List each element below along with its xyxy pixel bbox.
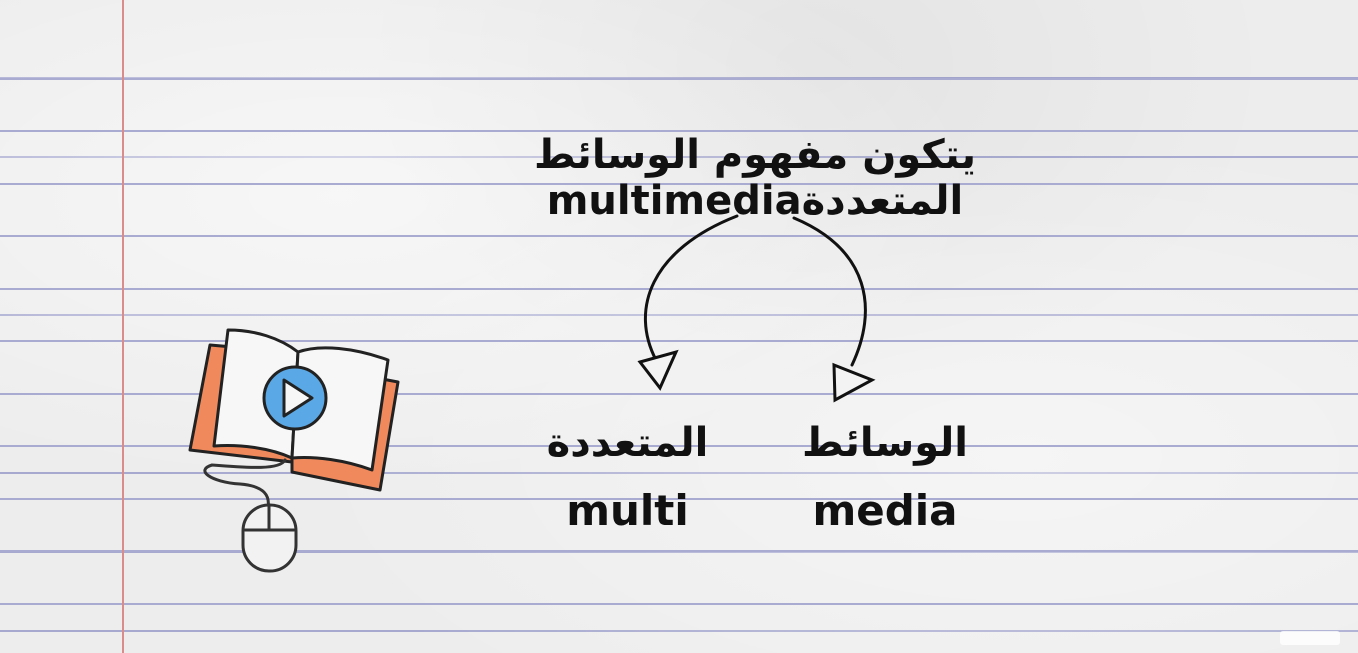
margin-line (122, 0, 124, 653)
open-book-with-play-icon (188, 328, 400, 492)
right-arrow-head (832, 362, 876, 403)
ruled-line (0, 498, 1358, 500)
ruled-line (0, 130, 1358, 132)
ruled-line (0, 445, 1358, 447)
ruled-line (0, 78, 1358, 80)
ruled-line (0, 183, 1358, 185)
ruled-line (0, 235, 1358, 237)
right-part-english-label: media (812, 486, 958, 535)
computer-mouse-icon (203, 458, 298, 573)
page-title: يتكون مفهوم الوسائط المتعددةmultimedia (533, 132, 977, 224)
ruled-line (0, 550, 1358, 552)
split-arrows-icon (637, 214, 876, 403)
ruled-line (0, 603, 1358, 605)
ruled-line (0, 393, 1358, 395)
left-arrow-curve (643, 214, 739, 362)
right-part-arabic-label: الوسائط (801, 420, 968, 466)
left-part-english-label: multi (566, 486, 689, 535)
left-part-arabic-label: المتعددة (546, 420, 709, 466)
watermark-mark (1280, 631, 1340, 645)
left-arrow-head (637, 349, 679, 391)
play-triangle-icon (282, 378, 314, 418)
mouse-cable (203, 458, 287, 510)
ruled-line (0, 340, 1358, 342)
right-arrow-curve (792, 216, 867, 367)
ruled-line (0, 288, 1358, 290)
